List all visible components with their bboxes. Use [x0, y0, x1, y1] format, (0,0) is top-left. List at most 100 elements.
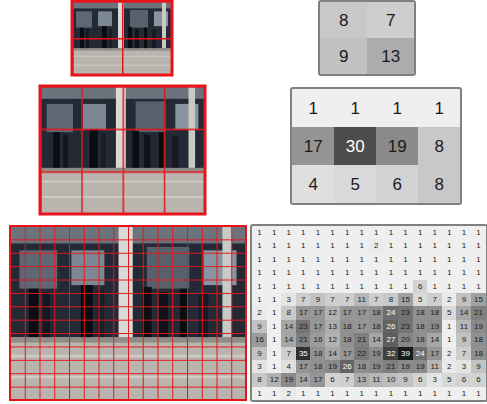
count-cell: 1: [427, 266, 442, 280]
count-cell: 1: [442, 333, 457, 347]
count-cell: 1: [267, 387, 282, 401]
count-table: 1111111111111111111111112111111111111111…: [250, 224, 487, 402]
count-cell: 21: [383, 360, 398, 374]
count-cell: 1: [383, 266, 398, 280]
count-cell: 1: [267, 320, 282, 334]
count-cell: 6: [456, 373, 471, 387]
count-cell: 7: [427, 293, 442, 307]
count-cell: 1: [354, 239, 369, 253]
count-cell: 1: [252, 387, 267, 401]
count-cell: 18: [471, 333, 486, 347]
count-cell: 18: [310, 360, 325, 374]
count-cell: 1: [354, 387, 369, 401]
count-cell: 1: [252, 280, 267, 294]
count-cell: 4: [281, 360, 296, 374]
count-cell: 1: [471, 253, 486, 267]
count-cell: 1: [369, 226, 384, 240]
count-cell: 9: [456, 293, 471, 307]
count-cell: 17: [340, 306, 355, 320]
count-cell: 18: [427, 306, 442, 320]
count-cell: 9: [252, 320, 267, 334]
count-cell: 18: [413, 306, 428, 320]
count-cell: 1: [354, 253, 369, 267]
count-cell: 6: [413, 280, 428, 294]
count-cell: 17: [354, 320, 369, 334]
count-cell: 35: [296, 347, 311, 361]
count-cell: 11: [456, 320, 471, 334]
count-cell: 1: [398, 266, 413, 280]
count-cell: 1: [267, 360, 282, 374]
count-cell: 8: [252, 373, 267, 387]
count-cell: 14: [427, 333, 442, 347]
count-cell: 1: [456, 280, 471, 294]
count-cell: 21: [296, 333, 311, 347]
count-cell: 4: [292, 165, 335, 204]
count-cell: 6: [325, 373, 340, 387]
count-cell: 1: [369, 266, 384, 280]
count-cell: 1: [427, 226, 442, 240]
count-cell: 1: [442, 387, 457, 401]
count-cell: 21: [471, 306, 486, 320]
count-cell: 7: [369, 293, 384, 307]
count-cell: 23: [398, 320, 413, 334]
count-cell: 1: [267, 347, 282, 361]
count-cell: 9: [398, 373, 413, 387]
count-cell: 17: [310, 320, 325, 334]
count-cell: 1: [296, 280, 311, 294]
count-cell: 1: [252, 239, 267, 253]
count-cell: 1: [252, 293, 267, 307]
count-cell: 1: [340, 226, 355, 240]
count-cell: 6: [376, 165, 419, 204]
count-cell: 5: [413, 293, 428, 307]
count-cell: 9: [310, 293, 325, 307]
count-cell: 5: [442, 306, 457, 320]
count-cell: 1: [442, 226, 457, 240]
count-table: 111117301984568: [290, 87, 462, 205]
count-cell: 1: [383, 239, 398, 253]
count-cell: 1: [267, 266, 282, 280]
count-cell: 1: [442, 266, 457, 280]
count-cell: 1: [267, 306, 282, 320]
count-cell: 19: [369, 360, 384, 374]
count-cell: 3: [456, 360, 471, 374]
count-cell: 1: [252, 266, 267, 280]
count-cell: 1: [310, 239, 325, 253]
count-cell: 2: [369, 239, 384, 253]
count-cell: 1: [413, 266, 428, 280]
count-cell: 8: [320, 2, 368, 39]
count-cell: 1: [296, 266, 311, 280]
count-cell: 17: [354, 306, 369, 320]
count-cell: 1: [281, 253, 296, 267]
count-cell: 2: [252, 306, 267, 320]
count-cell: 7: [456, 347, 471, 361]
count-cell: 17: [427, 347, 442, 361]
count-cell: 1: [296, 387, 311, 401]
count-cell: 1: [383, 280, 398, 294]
count-cell: 14: [281, 320, 296, 334]
count-cell: 1: [471, 226, 486, 240]
count-cell: 1: [281, 239, 296, 253]
count-cell: 1: [442, 280, 457, 294]
count-cell: 1: [267, 293, 282, 307]
count-cell: 18: [354, 360, 369, 374]
count-cell: 17: [310, 306, 325, 320]
count-cell: 26: [340, 360, 355, 374]
count-cell: 1: [267, 280, 282, 294]
count-cell: 2: [281, 387, 296, 401]
count-cell: 1: [267, 333, 282, 347]
count-cell: 5: [334, 165, 377, 204]
count-cell: 12: [267, 373, 282, 387]
count-cell: 14: [325, 347, 340, 361]
count-cell: 6: [471, 373, 486, 387]
count-cell: 1: [310, 280, 325, 294]
count-cell: 1: [340, 266, 355, 280]
count-cell: 17: [296, 306, 311, 320]
count-cell: 11: [354, 293, 369, 307]
count-cell: 1: [427, 253, 442, 267]
count-cell: 5: [442, 373, 457, 387]
count-cell: 1: [252, 226, 267, 240]
count-cell: 1: [340, 253, 355, 267]
count-cell: 12: [325, 306, 340, 320]
count-cell: 1: [310, 266, 325, 280]
count-cell: 1: [325, 253, 340, 267]
